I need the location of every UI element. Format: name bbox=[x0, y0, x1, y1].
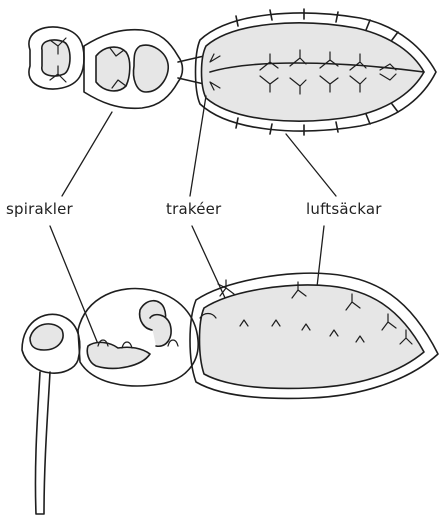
head-inner bbox=[42, 40, 70, 76]
leader-tracheae-bottom bbox=[192, 226, 226, 300]
proboscis bbox=[35, 372, 50, 514]
top-view-body bbox=[29, 9, 436, 135]
leader-spiracles-top bbox=[62, 112, 112, 196]
side-thorax-chamber-2 bbox=[150, 315, 171, 347]
side-head-sac bbox=[30, 324, 63, 350]
leader-tracheae-top bbox=[190, 96, 206, 196]
thorax-sac-right bbox=[134, 45, 169, 92]
side-thorax bbox=[78, 289, 198, 386]
side-abdomen-sac bbox=[200, 285, 425, 389]
leader-airsacs-top bbox=[286, 134, 336, 196]
abdomen-inner bbox=[202, 23, 425, 121]
side-thorax-sac bbox=[87, 342, 150, 368]
